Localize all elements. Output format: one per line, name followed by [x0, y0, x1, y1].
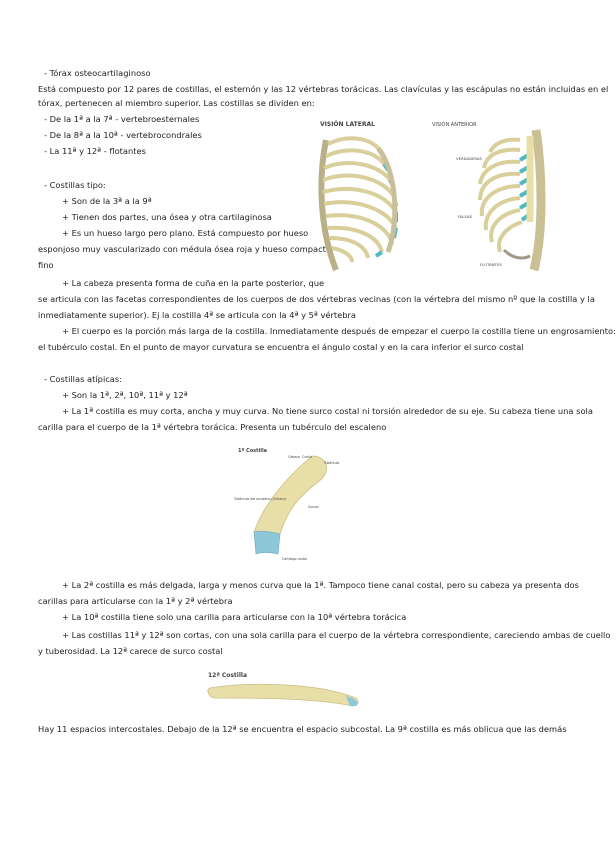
floating-rib-anterior	[502, 248, 531, 260]
list-item: + La cabeza presenta forma de cuña en la…	[62, 278, 325, 288]
list-item: - De la 8ª a la 10ª - vertebrocondrales	[44, 130, 202, 140]
paragraph-line: se articula con las facetas correspondie…	[38, 294, 595, 304]
label-neck: Cuello	[302, 455, 312, 459]
first-rib-cartilage	[253, 530, 281, 555]
label-costal-cartilage: Cartílago costal	[282, 557, 307, 561]
paragraph-line: el tubérculo costal. En el punto de mayo…	[38, 342, 524, 352]
label-scalene-tubercle: Tubérculo del escaleno (Lisfranc)	[233, 497, 286, 501]
paragraph-line: Está compuesto por 12 pares de costillas…	[38, 84, 609, 94]
heading-thorax: - Tórax osteocartilaginoso	[44, 68, 151, 78]
list-item: - La 11ª y 12ª - flotantes	[44, 146, 146, 156]
list-item: + La 10ª costilla tiene solo una carilla…	[62, 612, 407, 622]
paragraph-line: carillas para articularse con la 1ª y 2ª…	[38, 596, 233, 606]
heading-typical-ribs: - Costillas tipo:	[44, 180, 106, 190]
label-floating-ribs: FLOTANTES	[480, 262, 502, 267]
paragraph-line: y tuberosidad. La 12ª carece de surco co…	[38, 646, 223, 656]
paragraph-line: inmediatamente superior). Ej la costilla…	[38, 310, 357, 320]
first-rib-bone	[253, 455, 327, 535]
first-rib-figure: 1ª Costilla Cabeza Cuello Tubérculo Tubé…	[232, 442, 352, 572]
list-item: + Son de la 3ª a la 9ª	[62, 196, 152, 206]
spine-lateral	[318, 139, 339, 272]
heading-atypical-ribs: - Costillas atípicas:	[44, 374, 123, 384]
list-item: + Es un hueso largo pero plano. Está com…	[62, 228, 309, 238]
list-item: - De la 1ª a la 7ª - vertebroesternales	[44, 114, 200, 124]
rib-cage-figure: VISIÓN LATERAL VISIÓN ANTERIOR	[308, 110, 560, 280]
paragraph-line: esponjoso muy vascularizado con médula ó…	[38, 244, 331, 254]
twelfth-rib-cartilage	[346, 696, 358, 706]
list-item: + Las costillas 11ª y 12ª son cortas, co…	[62, 630, 611, 640]
paragraph-line: tórax, pertenecen al miembro superior. L…	[38, 98, 315, 108]
list-item: + Son la 1ª, 2ª, 10ª, 11ª y 12ª	[62, 390, 188, 400]
list-item: + La 2ª costilla es más delgada, larga y…	[62, 580, 579, 590]
anterior-ribs	[478, 137, 523, 253]
list-item: + Tienen dos partes, una ósea y otra car…	[62, 212, 272, 222]
twelfth-rib-title: 12ª Costilla	[208, 672, 247, 679]
anterior-view-title: VISIÓN ANTERIOR	[432, 121, 477, 128]
spine-anterior	[529, 129, 546, 272]
label-head: Cabeza	[288, 455, 300, 459]
twelfth-rib-bone	[207, 683, 359, 707]
lateral-view-title: VISIÓN LATERAL	[320, 121, 375, 128]
sternum-lateral	[375, 146, 398, 253]
paragraph-line: Hay 11 espacios intercostales. Debajo de…	[38, 724, 567, 734]
list-item: + La 1ª costilla es muy corta, ancha y m…	[62, 406, 593, 416]
list-item: + El cuerpo es la porción más larga de l…	[62, 326, 616, 336]
label-grooves: Surcos	[308, 505, 319, 509]
label-false-ribs: FALSAS	[458, 214, 473, 219]
lateral-ribs	[322, 136, 398, 263]
first-rib-title: 1ª Costilla	[238, 448, 267, 454]
paragraph-line: carilla para el cuerpo de la 1ª vértebra…	[38, 422, 387, 432]
label-true-ribs: VERDADERAS	[456, 156, 482, 161]
twelfth-rib-figure: 12ª Costilla	[206, 668, 366, 710]
label-tubercle: Tubérculo	[323, 461, 339, 465]
paragraph-line: fino	[38, 260, 54, 270]
